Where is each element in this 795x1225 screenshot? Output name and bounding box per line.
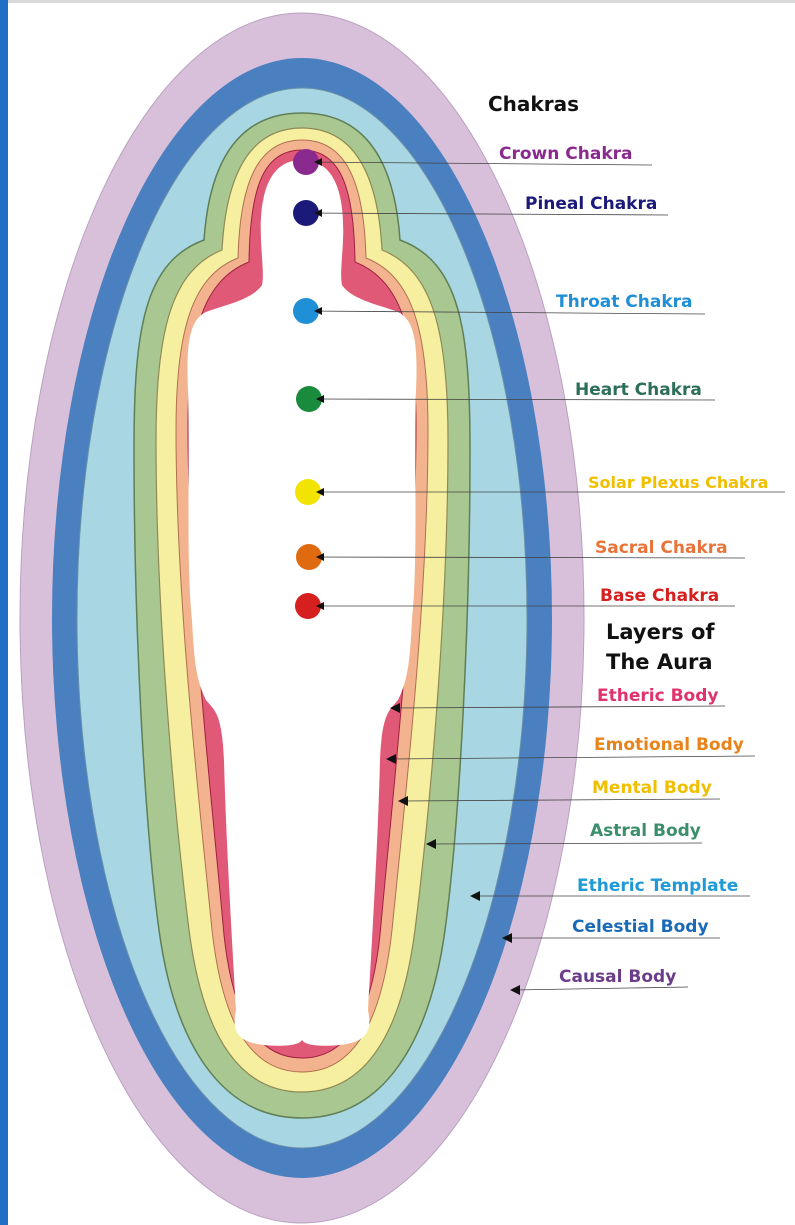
solar-plexus-chakra-label: Solar Plexus Chakra — [588, 473, 768, 492]
aura-heading-line1: Layers of — [606, 620, 715, 644]
etheric-template-label: Etheric Template — [577, 876, 738, 896]
emotional-body-label: Emotional Body — [594, 735, 744, 755]
throat-chakra-label: Throat Chakra — [556, 292, 693, 312]
celestial-body-label: Celestial Body — [572, 917, 709, 937]
etheric-body-label: Etheric Body — [597, 686, 718, 706]
chakras-heading: Chakras — [488, 92, 579, 116]
causal-body-pointer — [514, 987, 688, 990]
aura-heading-line2: The Aura — [606, 650, 713, 674]
causal-body-label: Causal Body — [559, 967, 676, 987]
crown-chakra-label: Crown Chakra — [499, 144, 632, 164]
pineal-chakra-label: Pineal Chakra — [525, 194, 657, 214]
base-chakra-label: Base Chakra — [600, 586, 719, 606]
astral-body-label: Astral Body — [590, 821, 701, 841]
mental-body-label: Mental Body — [592, 778, 712, 798]
heart-chakra-label: Heart Chakra — [575, 380, 702, 400]
sacral-chakra-label: Sacral Chakra — [595, 538, 728, 558]
